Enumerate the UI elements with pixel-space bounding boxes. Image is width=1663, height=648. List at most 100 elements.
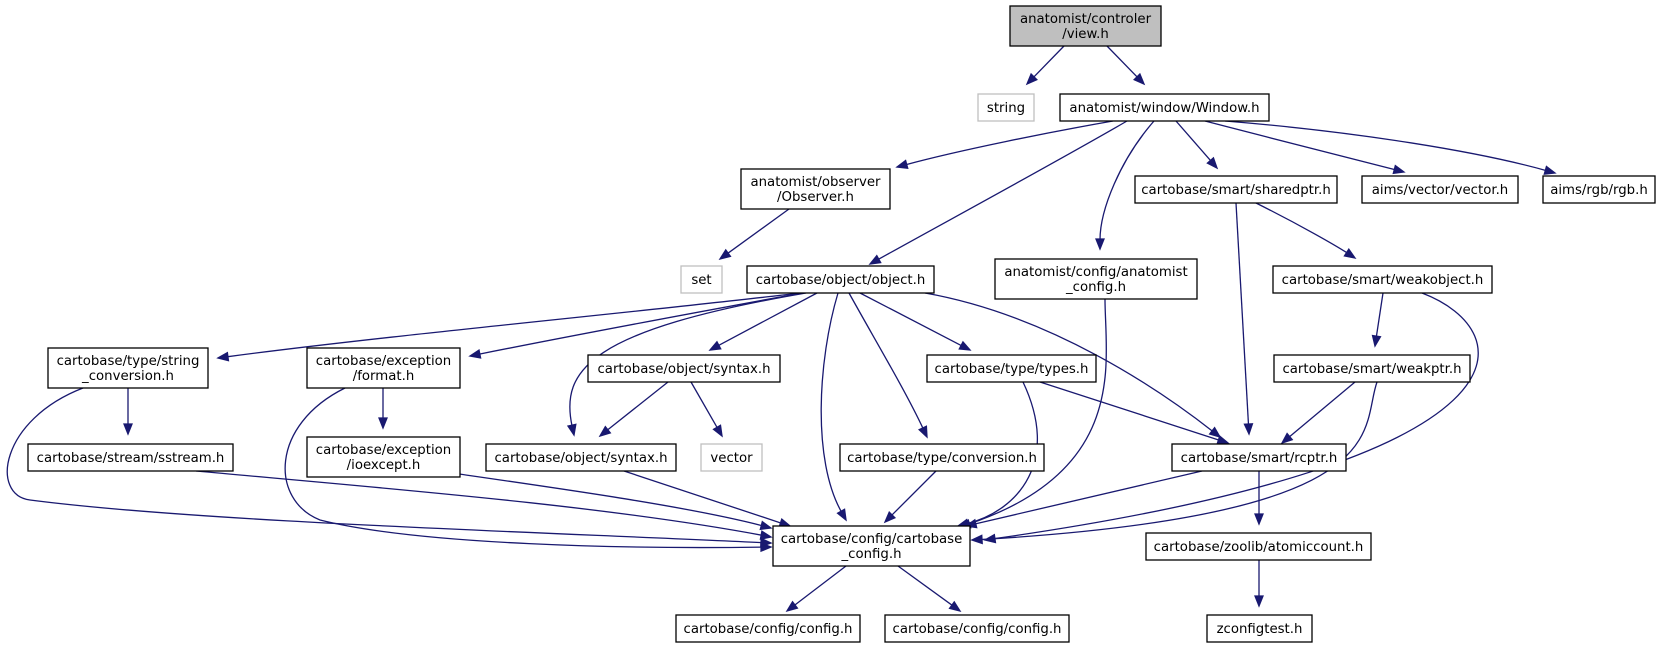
- edge-arrowhead: [1392, 164, 1406, 175]
- edge-line: [284, 387, 763, 549]
- node-label: cartobase/config/cartobase: [781, 532, 963, 547]
- node-vectorh[interactable]: aims/vector/vector.h: [1361, 175, 1519, 204]
- edge-line: [726, 208, 790, 255]
- node-config2[interactable]: cartobase/config/config.h: [884, 614, 1070, 643]
- edge-arrowhead: [1254, 595, 1264, 608]
- node-label: cartobase/type/string: [57, 354, 200, 369]
- node-label: anatomist/window/Window.h: [1069, 101, 1259, 116]
- edge-line: [1032, 45, 1065, 79]
- edge-line: [966, 381, 1039, 525]
- edge-types-to-rcptr: [1039, 381, 1230, 445]
- edge-arrowhead: [917, 425, 928, 439]
- node-sharedptr[interactable]: cartobase/smart/sharedptr.h: [1134, 175, 1338, 204]
- node-box: [700, 443, 763, 472]
- edge-line: [848, 292, 924, 430]
- edge-line: [690, 381, 719, 429]
- node-string: string: [977, 93, 1035, 122]
- edge-line: [897, 565, 954, 607]
- node-objecth[interactable]: cartobase/object/object.h: [746, 265, 935, 294]
- node-label: cartobase/type/conversion.h: [847, 451, 1037, 466]
- edge-line: [877, 120, 1128, 261]
- node-observer[interactable]: anatomist/observer/Observer.h: [740, 168, 891, 210]
- node-rgbh[interactable]: aims/rgb/rgb.h: [1542, 175, 1656, 204]
- edge-arrowhead: [1216, 434, 1230, 445]
- node-weakobject[interactable]: cartobase/smart/weakobject.h: [1272, 265, 1493, 294]
- edge-line: [1375, 292, 1384, 338]
- node-box: [740, 168, 891, 210]
- node-rcptr[interactable]: cartobase/smart/rcptr.h: [1171, 443, 1347, 472]
- node-label: cartobase/object/object.h: [756, 273, 926, 288]
- edge-window-to-rgbh: [1224, 120, 1557, 175]
- node-syntax1[interactable]: cartobase/object/syntax.h: [587, 354, 781, 383]
- node-atomic[interactable]: cartobase/zoolib/atomiccount.h: [1145, 532, 1372, 561]
- node-config1[interactable]: cartobase/config/config.h: [675, 614, 861, 643]
- node-label: cartobase/type/types.h: [935, 362, 1089, 377]
- edge-arrowhead: [1208, 426, 1222, 439]
- node-label: cartobase/smart/weakobject.h: [1282, 273, 1484, 288]
- edge-line: [6, 387, 763, 544]
- edge-arrowhead: [1343, 248, 1357, 259]
- edge-objecth-to-conversion: [848, 292, 928, 439]
- node-syntax2[interactable]: cartobase/object/syntax.h: [485, 443, 677, 472]
- edge-arrowhead: [836, 508, 847, 522]
- node-box: [306, 347, 461, 389]
- edge-arrowhead: [948, 600, 962, 613]
- node-types[interactable]: cartobase/type/types.h: [926, 354, 1097, 383]
- edge-syntax1-to-syntax2: [598, 381, 669, 438]
- node-stringconv[interactable]: cartobase/type/string_conversion.h: [47, 347, 209, 389]
- edge-line: [793, 565, 847, 607]
- node-label: _config.h: [841, 547, 902, 562]
- node-anaconfig[interactable]: anatomist/config/anatomist_config.h: [994, 258, 1198, 300]
- node-box: [27, 443, 234, 472]
- node-weakptr[interactable]: cartobase/smart/weakptr.h: [1273, 354, 1471, 383]
- edge-line: [623, 470, 782, 524]
- edge-line: [859, 292, 963, 347]
- node-ioexcept[interactable]: cartobase/exception/ioexcept.h: [306, 436, 461, 478]
- node-window[interactable]: anatomist/window/Window.h: [1059, 93, 1270, 122]
- node-conversion[interactable]: cartobase/type/conversion.h: [839, 443, 1045, 472]
- node-box: [1272, 265, 1493, 294]
- node-label: aims/rgb/rgb.h: [1550, 183, 1648, 198]
- edge-observer-to-set: [718, 208, 790, 261]
- edge-line: [226, 292, 801, 358]
- node-label: /view.h: [1062, 27, 1109, 42]
- node-box: [926, 354, 1097, 383]
- node-zconfig[interactable]: zconfigtest.h: [1206, 614, 1313, 643]
- edge-window-to-sharedptr: [1175, 120, 1219, 170]
- node-box: [1206, 614, 1313, 643]
- node-box: [675, 614, 861, 643]
- edge-view-to-string: [1025, 45, 1065, 86]
- edge-line: [890, 470, 937, 517]
- edge-arrowhead: [1280, 432, 1294, 445]
- node-label: vector: [710, 451, 753, 466]
- edge-arrowhead: [566, 423, 577, 437]
- node-box: [1145, 532, 1372, 561]
- edge-arrowhead: [868, 254, 882, 265]
- node-box: [1009, 5, 1162, 47]
- edge-line: [1235, 202, 1250, 426]
- edge-arrowhead: [759, 520, 773, 531]
- edge-objecth-to-cbconfig: [820, 292, 847, 522]
- node-label: /ioexcept.h: [347, 458, 421, 473]
- edge-line: [993, 292, 1479, 540]
- node-view[interactable]: anatomist/controler/view.h: [1009, 5, 1162, 47]
- nodes-layer: anatomist/controler/view.h string anatomis…: [27, 5, 1656, 643]
- node-label: cartobase/config/config.h: [893, 622, 1062, 637]
- edge-arrowhead: [216, 351, 230, 362]
- edge-atomic-to-zconfig: [1254, 560, 1264, 608]
- node-cbconfig[interactable]: cartobase/config/cartobase_config.h: [772, 525, 971, 567]
- node-label: cartobase/exception: [316, 354, 451, 369]
- node-box: [1542, 175, 1656, 204]
- node-format[interactable]: cartobase/exception/format.h: [306, 347, 461, 389]
- edge-arrowhead: [712, 424, 723, 438]
- edge-conversion-to-cbconfig: [883, 470, 937, 524]
- edge-window-to-objecth: [868, 120, 1128, 265]
- node-label: cartobase/config/config.h: [684, 622, 853, 637]
- node-sstream[interactable]: cartobase/stream/sstream.h: [27, 443, 234, 472]
- node-box: [1273, 354, 1471, 383]
- edge-objecth-to-format: [468, 292, 803, 359]
- node-box: [1059, 93, 1270, 122]
- edge-arrowhead: [123, 423, 133, 436]
- node-label: anatomist/controler: [1020, 12, 1152, 27]
- edge-line: [478, 292, 803, 355]
